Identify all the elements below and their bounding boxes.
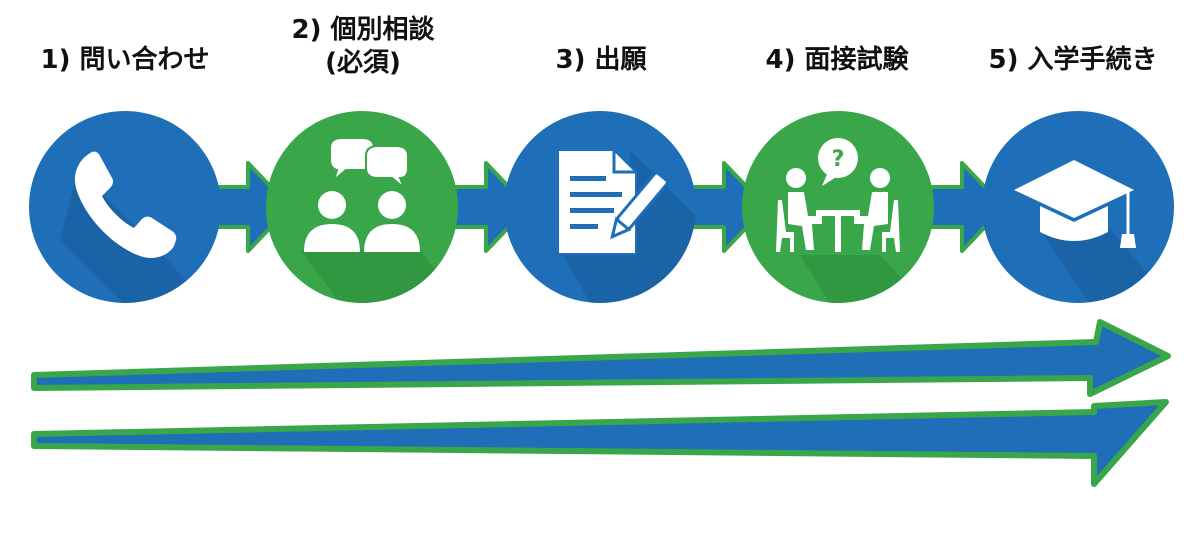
step-1-circle: [29, 111, 221, 303]
step-4-label: 4) 面接試験: [722, 44, 952, 77]
step-1-label-text: 1) 問い合わせ: [40, 45, 210, 75]
step-1-label: 1) 問い合わせ: [10, 44, 240, 77]
step-3-circle: [504, 111, 696, 303]
step-2-circle: [266, 111, 458, 303]
long-arrow-upper: [31, 319, 1171, 397]
step-3-label-text: 3) 出願: [555, 45, 647, 75]
step-2-label: 2) 個別相談 (必須): [248, 14, 478, 79]
long-arrow-lower: [31, 399, 1169, 487]
application-document-icon: [557, 149, 669, 255]
interview-icon: ?: [776, 138, 900, 252]
step-4-circle: ?: [742, 111, 934, 303]
step-5-circle: [982, 111, 1174, 303]
step-5-label: 5) 入学手続き: [958, 44, 1188, 77]
svg-text:?: ?: [832, 147, 845, 172]
step-3-label: 3) 出願: [486, 44, 716, 77]
step-5-label-text: 5) 入学手続き: [988, 45, 1158, 75]
step-2-label-text: 2) 個別相談: [291, 15, 435, 45]
graduation-cap-icon: [1014, 160, 1136, 248]
consultation-icon: [304, 137, 420, 252]
phone-icon: [74, 151, 177, 258]
step-2-label-note: (必須): [325, 47, 401, 78]
step-4-label-text: 4) 面接試験: [765, 45, 909, 75]
